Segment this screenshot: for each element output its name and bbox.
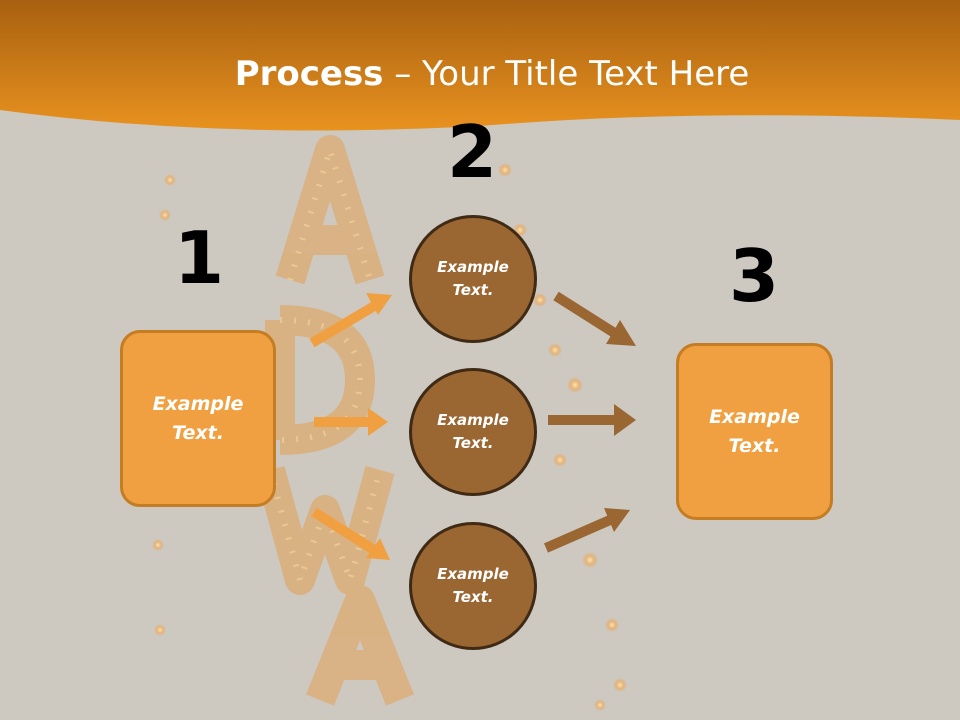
arrow-to-middle-circle [314,408,388,436]
middle-circle-2-label: Example Text. [437,411,509,452]
arrow-from-middle-circle [548,404,636,436]
source-box-label: Example Text. [152,392,244,444]
target-box-label: Example Text. [709,405,800,457]
slide-title: Process – Your Title Text Here [0,52,960,96]
middle-circle-3: Example Text. [409,522,537,650]
source-box: Example Text. [120,330,276,507]
right-arrows [543,291,636,553]
arrow-from-top-circle [553,291,636,346]
step-number-3: 3 [728,234,780,318]
left-arrows [309,293,392,560]
arrow-from-bottom-circle [543,508,630,553]
title-bar-background [0,0,960,131]
middle-circle-1-label: Example Text. [437,258,509,299]
title-rest-part: – Your Title Text Here [383,54,750,94]
arrow-to-bottom-circle [311,507,390,560]
target-box: Example Text. [676,343,833,520]
title-bold-part: Process [234,54,384,94]
middle-circle-2: Example Text. [409,368,537,496]
arrow-to-top-circle [309,293,392,348]
middle-circle-3-label: Example Text. [437,565,509,606]
middle-circle-1: Example Text. [409,215,537,343]
step-number-1: 1 [173,216,225,300]
step-number-2: 2 [446,110,498,194]
